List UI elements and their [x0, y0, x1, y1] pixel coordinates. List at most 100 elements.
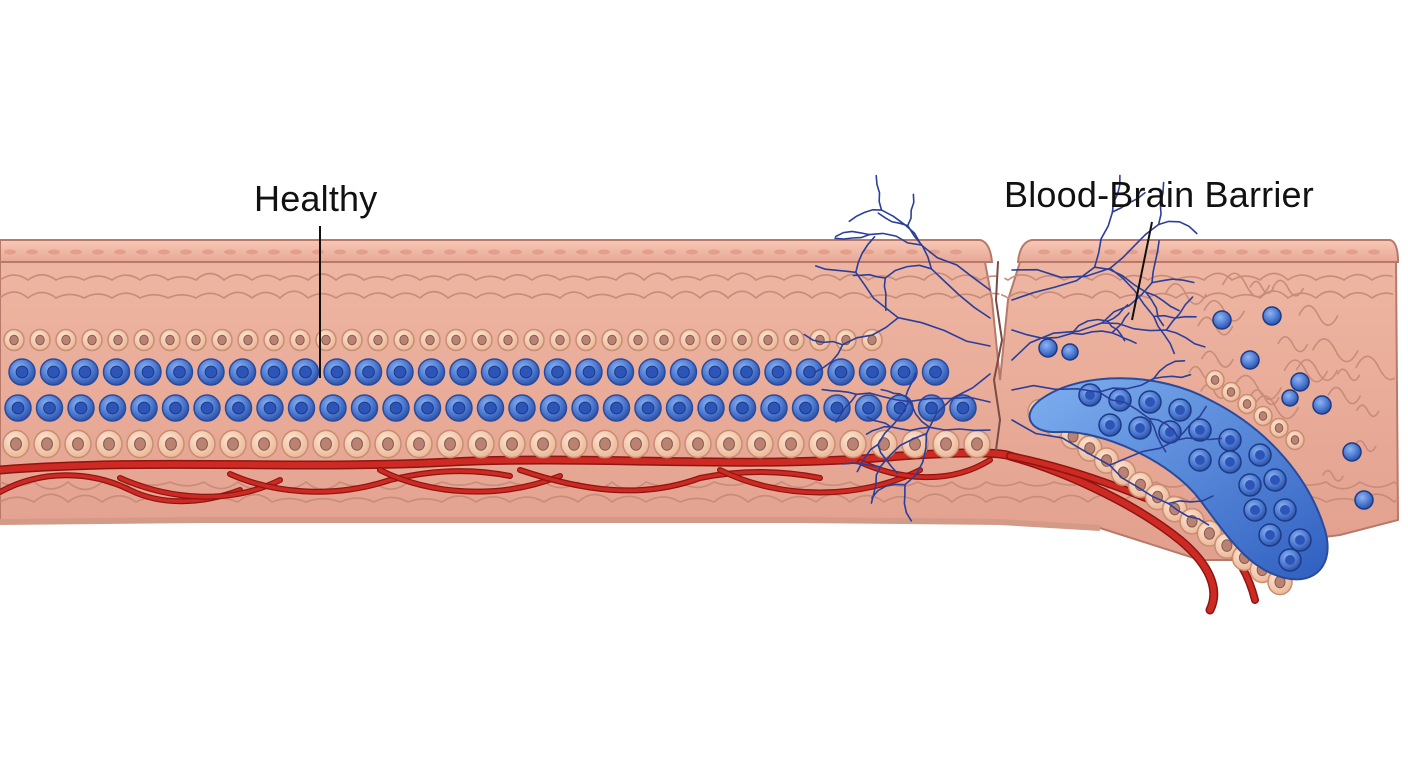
peach-cell — [757, 328, 779, 352]
vein-line — [1093, 211, 1114, 268]
embedded-blue-cell — [1138, 390, 1162, 414]
surface-pore — [1302, 249, 1314, 255]
floating-blue-cell — [1312, 395, 1332, 415]
vein-line — [884, 264, 933, 279]
peach-cell — [29, 328, 51, 352]
peach-cell — [1267, 568, 1293, 596]
blue-cell — [917, 394, 946, 422]
vein-line — [903, 483, 913, 522]
peach-cell — [159, 328, 181, 352]
blue-cell — [638, 358, 666, 386]
blue-cell — [287, 394, 316, 422]
vein-line — [928, 426, 991, 432]
fold-line — [0, 290, 1398, 300]
peach-cell — [445, 328, 467, 352]
peach-cell — [1285, 429, 1305, 451]
vein-line — [855, 236, 876, 274]
blue-cell — [161, 394, 190, 422]
surface-pore — [158, 249, 170, 255]
blue-cell — [512, 358, 540, 386]
surface-pore — [1170, 249, 1182, 255]
embedded-blue-cell — [1273, 498, 1297, 522]
vein-line — [814, 265, 857, 274]
vein-line — [803, 333, 844, 346]
fold-line — [1336, 368, 1361, 382]
peach-cell — [211, 328, 233, 352]
surface-pore — [1082, 249, 1094, 255]
surface-pore — [268, 249, 280, 255]
surface-pore — [510, 249, 522, 255]
fold-line — [1277, 335, 1309, 353]
vein-line — [865, 426, 892, 435]
vein-line — [855, 271, 899, 319]
vein-line — [821, 388, 858, 396]
blue-cell — [606, 358, 635, 386]
surface-pore — [422, 249, 434, 255]
blue-cell — [417, 358, 446, 386]
vein-line — [866, 416, 892, 428]
peach-cell — [374, 429, 402, 459]
blue-cell — [858, 358, 887, 386]
blue-cell — [827, 358, 855, 386]
migrating-cells — [1038, 306, 1374, 510]
barrier-leader-line — [1131, 221, 1153, 321]
peach-cell — [746, 429, 774, 459]
embedded-blue-cell — [1168, 398, 1192, 422]
peach-cell — [185, 328, 207, 352]
vein-line — [1108, 464, 1170, 505]
surface-pore — [378, 249, 390, 255]
blue-cell — [732, 358, 761, 386]
blue-cell — [323, 358, 351, 386]
peach-cell — [684, 429, 712, 459]
vein-line — [897, 316, 991, 347]
peach-cell — [289, 328, 311, 352]
capillary — [378, 468, 562, 494]
peach-cell — [219, 429, 247, 459]
peach-cell — [405, 429, 433, 459]
vein-line — [1151, 278, 1195, 284]
blue-cell — [8, 358, 36, 386]
surface-pore — [114, 249, 126, 255]
blue-cell — [508, 394, 536, 422]
floating-blue-cell — [1354, 490, 1374, 510]
fold-line — [1355, 404, 1380, 418]
surface-pore — [180, 249, 192, 255]
vein-line — [906, 193, 915, 227]
peach-cell — [281, 429, 309, 459]
floating-blue-cell — [1262, 306, 1282, 326]
blue-cell — [634, 394, 662, 422]
vein-line — [904, 432, 928, 486]
surface-pore — [466, 249, 478, 255]
blue-cell — [890, 358, 918, 386]
peach-cell — [861, 328, 883, 352]
blue-cell — [760, 394, 788, 422]
surface-pore — [1236, 249, 1248, 255]
surface-pore — [202, 249, 214, 255]
fold-line — [1271, 279, 1305, 297]
blue-cell — [854, 394, 883, 422]
peach-cell — [601, 328, 623, 352]
fold-line — [1353, 439, 1377, 453]
vein-line — [834, 230, 871, 238]
peach-cell — [3, 328, 25, 352]
peach-cell — [808, 429, 836, 459]
embedded-blue-cell — [1128, 416, 1152, 440]
vein-line — [889, 426, 931, 432]
vein-line — [1011, 322, 1103, 361]
blue-cell — [260, 358, 288, 386]
vein-line — [1101, 322, 1168, 332]
blue-cell — [228, 358, 257, 386]
surface-pore — [290, 249, 302, 255]
blue-cell — [67, 394, 95, 422]
vein-line — [1111, 174, 1121, 213]
surface-pore — [488, 249, 500, 255]
peach-cell — [250, 429, 278, 459]
surface-pore — [1258, 249, 1270, 255]
peach-cell — [497, 328, 519, 352]
vein-line — [1109, 267, 1155, 318]
peach-cell — [133, 328, 155, 352]
vein-line — [1153, 360, 1186, 380]
surface-pore — [620, 249, 632, 255]
